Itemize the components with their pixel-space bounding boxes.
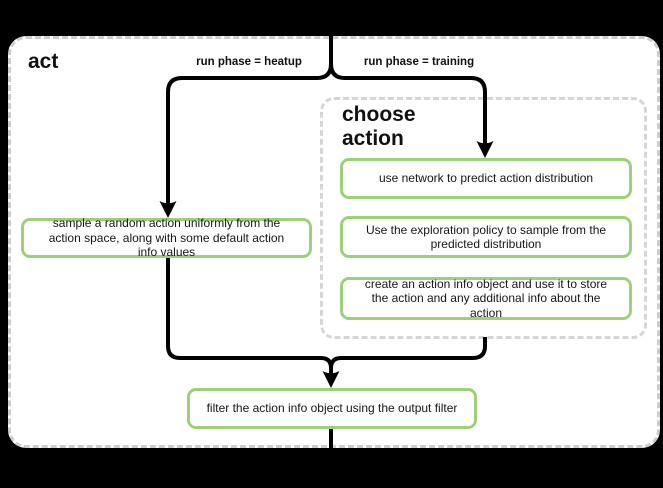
node-create-action-info: create an action info object and use it … <box>340 277 632 320</box>
node-use-network: use network to predict action distributi… <box>340 158 632 199</box>
act-title: act <box>28 50 59 73</box>
edge-label-heatup: run phase = heatup <box>196 56 302 68</box>
node-sample-random-action: sample a random action uniformly from th… <box>21 216 312 259</box>
node-filter-action-info: filter the action info object using the … <box>187 388 477 429</box>
edge-label-training: run phase = training <box>363 56 475 68</box>
node-exploration-policy: Use the exploration policy to sample fro… <box>340 216 632 258</box>
choose-action-title: choose action <box>342 103 416 150</box>
